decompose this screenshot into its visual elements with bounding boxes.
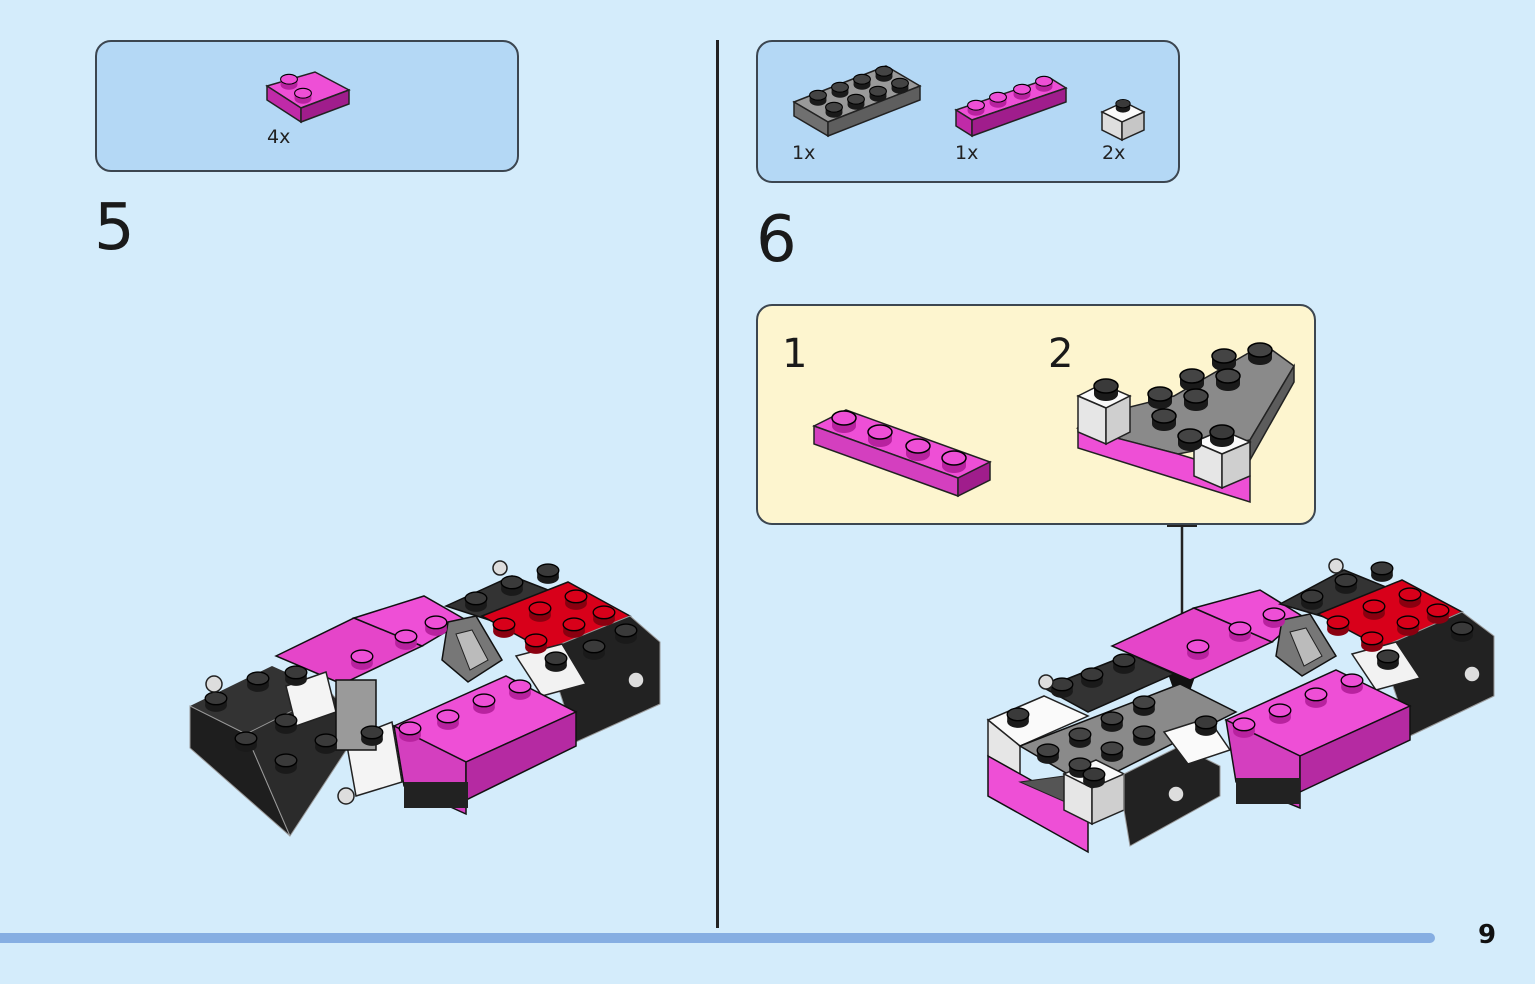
step-5-parts-box: 4x [95,40,519,172]
substep-box: 1 2 [756,304,1316,525]
step-6-parts-box: 1x 1x 2x [756,40,1180,183]
pink-plate-2x2-corner-icon [265,71,351,124]
grey-plate-2x4-icon [792,65,922,138]
step-number: 6 [756,203,797,277]
white-brick-1x1-icon [1100,98,1146,142]
step-number: 5 [94,191,135,265]
car-chassis-step-6-illustration [986,558,1495,854]
pink-plate-1x4-icon [812,409,992,498]
part-quantity: 1x [955,142,979,164]
part-quantity: 2x [1102,142,1126,164]
substep-number: 2 [1048,331,1074,377]
page-number: 9 [1478,920,1497,950]
part-quantity: 4x [267,126,291,148]
pink-plate-1x4-icon [954,75,1068,138]
car-chassis-step-5-illustration [189,560,661,838]
substep-number: 1 [782,331,808,377]
page-progress-bar [0,933,1435,943]
part-quantity: 1x [792,142,816,164]
page-divider [716,40,719,928]
grey-plate-assembly-icon [1075,342,1295,504]
